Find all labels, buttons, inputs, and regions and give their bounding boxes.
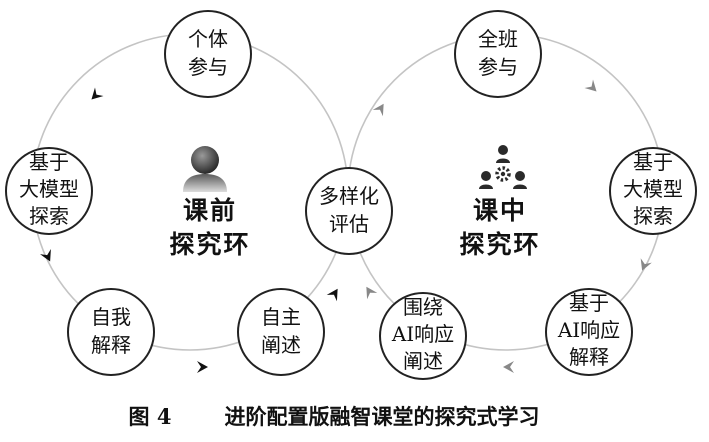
node-label: 探索: [29, 204, 69, 228]
node-label: 解释: [569, 345, 609, 369]
node-label: 大模型: [19, 177, 79, 201]
node-label: 基于: [633, 150, 673, 174]
node-individual-participation: 个体 参与: [164, 10, 252, 98]
arrow-chevron-icon: [326, 288, 338, 302]
person-icon: [183, 146, 227, 192]
caption-label: 图 4: [129, 404, 172, 429]
group-gear-icon: [479, 145, 527, 189]
arrow-chevron-icon: [584, 79, 597, 92]
arrow-chevron-icon: [197, 361, 208, 373]
node-self-elaboration: 自主 阐述: [237, 288, 325, 376]
node-label: 大模型: [623, 177, 683, 201]
arrow-chevron-icon: [91, 87, 104, 100]
node-label: 自我: [91, 305, 131, 329]
node-whole-class-participation: 全班 参与: [454, 10, 542, 98]
node-label: 多样化: [319, 184, 379, 208]
node-label: 解释: [91, 333, 131, 357]
node-diversified-assessment: 多样化 评估: [305, 167, 393, 255]
left-loop-title-line: 探究环: [169, 230, 250, 259]
right-loop-title-line: 探究环: [459, 230, 540, 259]
left-loop-title: 课前 探究环: [169, 196, 250, 259]
node-self-explanation: 自我 解释: [67, 288, 155, 376]
node-label: 评估: [329, 212, 369, 236]
caption-text: 进阶配置版融智课堂的探究式学习: [225, 404, 540, 429]
node-label: 参与: [478, 55, 518, 79]
left-loop-title-line: 课前: [183, 196, 237, 225]
node-label: 自主: [261, 305, 301, 329]
node-label: AI响应: [391, 322, 454, 346]
node-llm-exploration-right: 基于 大模型 探索: [609, 147, 697, 235]
right-loop-title: 课中 探究环: [459, 196, 540, 259]
arrow-chevron-icon: [40, 249, 51, 262]
figure-caption: 图 4 进阶配置版融智课堂的探究式学习: [129, 404, 540, 429]
node-label: 基于: [29, 150, 69, 174]
node-label: 参与: [188, 55, 228, 79]
node-label: 基于: [569, 291, 609, 315]
node-ai-response-elaboration: 围绕 AI响应 阐述: [379, 292, 467, 380]
node-ai-response-explanation: 基于 AI响应 解释: [545, 288, 633, 376]
node-label: 围绕: [403, 295, 443, 319]
node-llm-exploration-left: 基于 大模型 探索: [5, 147, 93, 235]
node-label: AI响应: [557, 318, 620, 342]
node-label: 阐述: [261, 333, 301, 357]
right-loop-arrows: [366, 79, 652, 373]
node-label: 探索: [633, 204, 673, 228]
arrow-chevron-icon: [640, 258, 652, 271]
node-label: 个体: [188, 27, 228, 51]
arrow-chevron-icon: [503, 361, 514, 373]
right-loop-title-line: 课中: [473, 196, 527, 225]
node-label: 阐述: [403, 349, 443, 373]
arrow-chevron-icon: [372, 103, 384, 117]
left-loop-arrows: [40, 87, 338, 373]
node-label: 全班: [478, 27, 518, 51]
arrow-chevron-icon: [366, 286, 378, 300]
